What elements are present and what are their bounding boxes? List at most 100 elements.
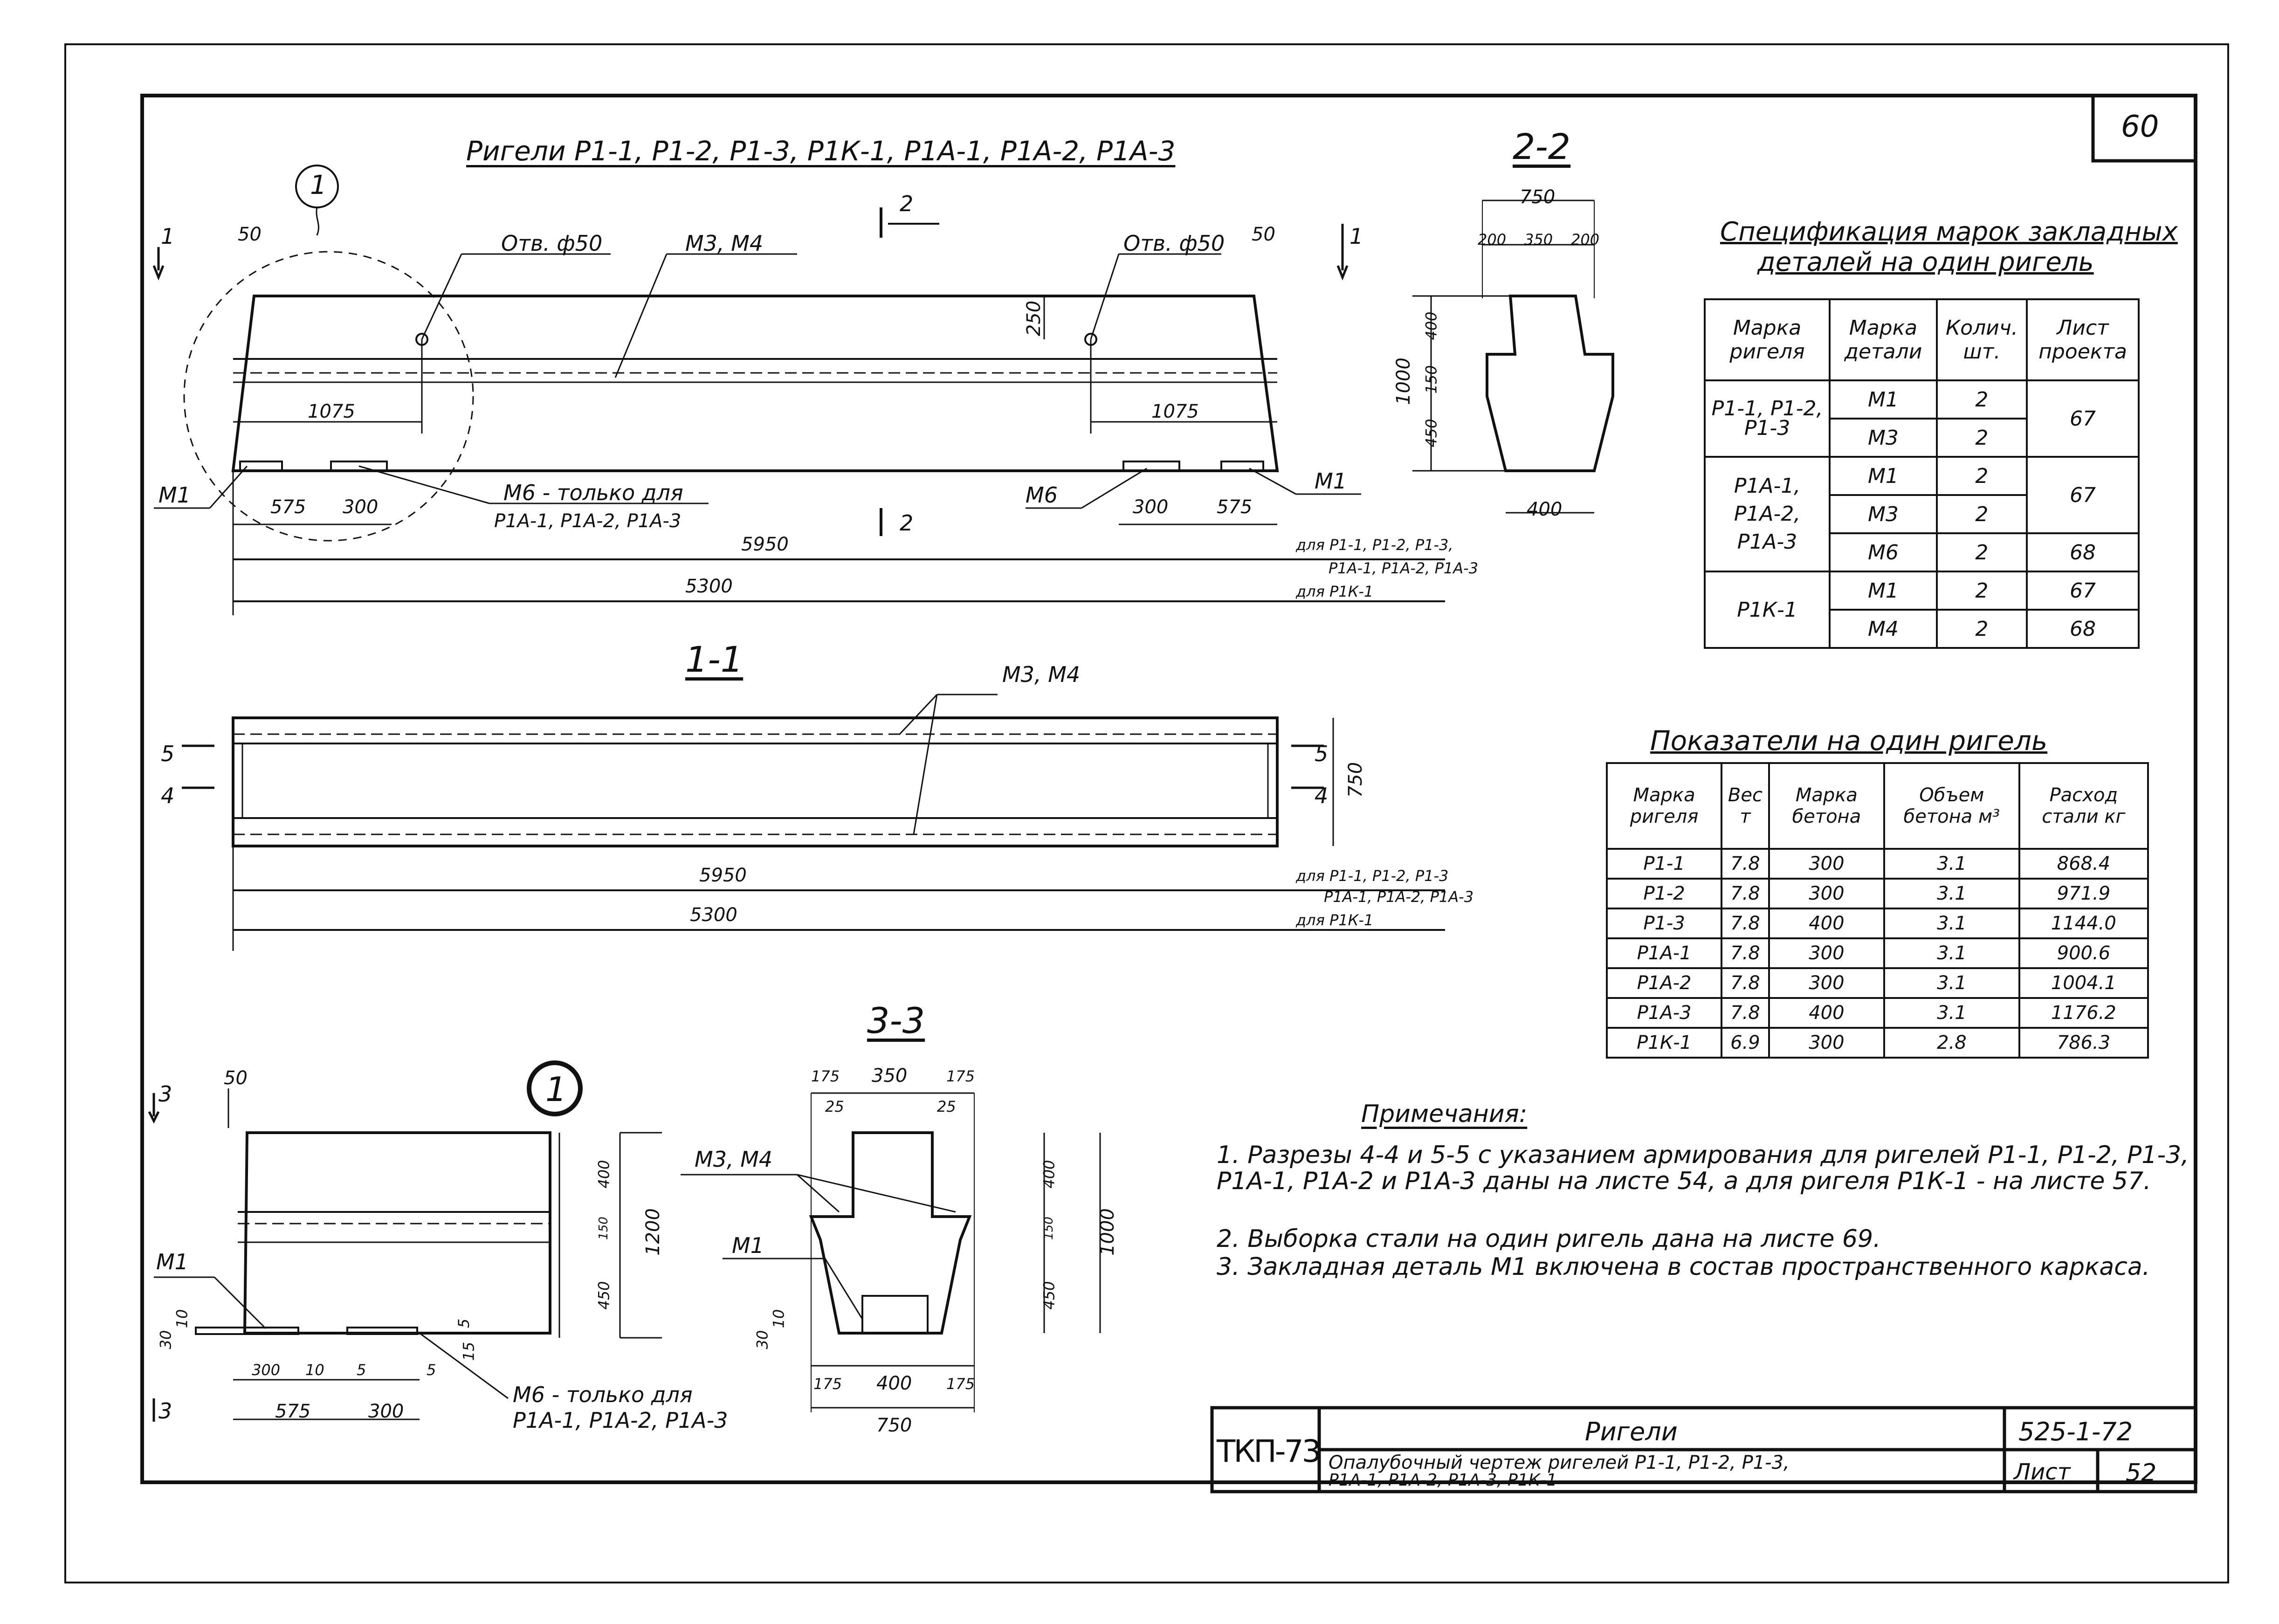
section-mark-1-left: 1	[161, 224, 175, 249]
detail-m6-note-2: Р1А-1, Р1А-2, Р1А-3	[513, 1408, 728, 1433]
detail-dim-300-b: 300	[368, 1401, 404, 1422]
plan-1-1-drawing	[182, 694, 1445, 951]
s33-m1-label: М1	[732, 1233, 764, 1258]
section-mark-2-top: 2	[900, 191, 914, 216]
section-1-1-title: 1-1	[685, 639, 744, 680]
s22-bottom-400: 400	[1527, 499, 1563, 520]
note-1: 1. Разрезы 4-4 и 5-5 с указанием армиров…	[1217, 1141, 2189, 1195]
applies-to-1: для Р1-1, Р1-2, Р1-3,	[1296, 536, 1453, 554]
section-mark-2-bottom: 2	[900, 510, 914, 536]
detail-dim-1200: 1200	[642, 1208, 664, 1256]
dim-250: 250	[1023, 300, 1045, 337]
s33-bottom-175-right: 175	[946, 1375, 975, 1393]
s33-top-175-right: 175	[946, 1067, 975, 1085]
stamp-description-2: Р1А-1, Р1А-2, Р1А-3, Р1К-1	[1329, 1471, 1557, 1490]
note-2: 2. Выборка стали на один ригель дана на …	[1217, 1225, 1881, 1253]
applies-to-2: Р1А-1, Р1А-2, Р1А-3	[1329, 559, 1479, 577]
stamp-series: 525-1-72	[2018, 1417, 2133, 1446]
stamp-name: Ригели	[1585, 1417, 1678, 1446]
spec-rigel-group-1: Р1-1, Р1-2, Р1-3	[1703, 379, 1831, 458]
plan-applies-2: Р1А-1, Р1А-2, Р1А-3	[1324, 888, 1474, 906]
embed-label-m3-m4: М3, М4	[685, 231, 764, 256]
detail-1-callout: 1	[545, 1070, 567, 1109]
spec-table: Марка ригеля Марка детали Колич. шт. Лис…	[1703, 298, 2140, 649]
m6-note-line-1: М6 - только для	[503, 480, 683, 505]
section-3-3-title: 3-3	[867, 1000, 925, 1041]
dim-50-left: 50	[238, 224, 262, 245]
s22-height-1000: 1000	[1392, 358, 1414, 405]
detail-dim-575: 575	[275, 1401, 311, 1422]
s33-top-175-left: 175	[811, 1067, 840, 1085]
section-2-2-title: 2-2	[1513, 126, 1571, 167]
hole-label-left: Отв. ф50	[501, 231, 603, 256]
s33-dim-30: 30	[753, 1330, 771, 1349]
s33-dim-150: 150	[1041, 1217, 1056, 1240]
index-header-weight: Вес т	[1721, 762, 1770, 850]
applies-to-3: для Р1К-1	[1296, 583, 1374, 600]
plan-applies-1: для Р1-1, Р1-2, Р1-3	[1296, 867, 1449, 885]
plan-length-5950: 5950	[699, 865, 747, 886]
dim-50-right: 50	[1252, 224, 1275, 245]
spec-header-detail: Марка детали	[1829, 298, 1938, 381]
table-row: Р1К-1 М1 2 67	[1703, 571, 2140, 649]
s33-bottom-175-left: 175	[813, 1375, 842, 1393]
index-header-concrete: Марка бетона	[1768, 762, 1885, 850]
note-3: 3. Закладная деталь М1 включена в состав…	[1217, 1253, 2150, 1281]
beam-elevation	[152, 165, 1445, 615]
detail-dim-50: 50	[224, 1067, 248, 1089]
sheet-number-box	[2091, 96, 2196, 163]
s33-dim-10: 10	[770, 1309, 788, 1328]
stamp-sheet-number: 52	[2126, 1459, 2157, 1487]
detail-dim-5: 5	[455, 1318, 473, 1328]
dim-1075-right: 1075	[1151, 401, 1199, 422]
index-table-title: Показатели на один ригель	[1650, 725, 2048, 757]
mark-4-left: 4	[161, 783, 175, 808]
detail-dim-15: 15	[460, 1342, 478, 1361]
spec-header-rigel: Марка ригеля	[1703, 298, 1831, 381]
s22-width-200-left: 200	[1478, 231, 1507, 248]
spec-table-title-1: Спецификация марок закладных	[1720, 217, 2178, 247]
detail-dim-5-a: 5	[357, 1361, 366, 1379]
section-2-2-drawing	[1412, 200, 1614, 514]
detail-dim-30: 30	[157, 1330, 175, 1349]
detail-dim-10-b: 10	[305, 1361, 324, 1379]
s22-height-400: 400	[1422, 311, 1440, 340]
outer-frame	[64, 43, 2229, 1583]
stamp-description-1: Опалубочный чертеж ригелей Р1-1, Р1-2, Р…	[1329, 1452, 1790, 1473]
length-5300: 5300	[685, 576, 733, 597]
sheet-number: 60	[2121, 110, 2159, 144]
detail-dim-150: 150	[596, 1217, 611, 1240]
s22-width-750: 750	[1520, 186, 1556, 208]
s33-25-left: 25	[825, 1098, 844, 1115]
index-header-volume: Объем бетона м³	[1883, 762, 2020, 850]
dim-300-left: 300	[343, 496, 379, 518]
dim-1075-left: 1075	[308, 401, 355, 422]
s22-height-450: 450	[1422, 419, 1440, 447]
spec-table-title-2: деталей на один ригель	[1757, 247, 2094, 277]
s33-embed-label: М3, М4	[695, 1147, 773, 1172]
index-table: Марка ригеля Вес т Марка бетона Объем бе…	[1605, 762, 2149, 1059]
detail-dim-5-b: 5	[427, 1361, 436, 1379]
table-row: Р1-1, Р1-2, Р1-3 М1 2 67	[1703, 379, 2140, 458]
section-mark-1-right: 1	[1349, 224, 1363, 249]
spec-rigel-group-2: Р1А-1, Р1А-2, Р1А-3	[1703, 456, 1831, 572]
detail-dim-450: 450	[595, 1281, 613, 1310]
s22-height-150: 150	[1422, 365, 1440, 394]
s33-dim-450: 450	[1040, 1281, 1058, 1310]
m1-label-right: М1	[1315, 468, 1347, 494]
s22-width-200-right: 200	[1571, 231, 1600, 248]
mark-5-right: 5	[1315, 741, 1329, 766]
hole-label-right: Отв. ф50	[1123, 231, 1225, 256]
mark-4-right: 4	[1315, 783, 1329, 808]
plan-applies-3: для Р1К-1	[1296, 911, 1374, 929]
table-row: М4 2 68	[1705, 609, 2140, 649]
plan-length-5300: 5300	[690, 904, 737, 926]
detail-m1-label: М1	[156, 1249, 188, 1274]
detail-m6-note-1: М6 - только для	[513, 1382, 693, 1407]
